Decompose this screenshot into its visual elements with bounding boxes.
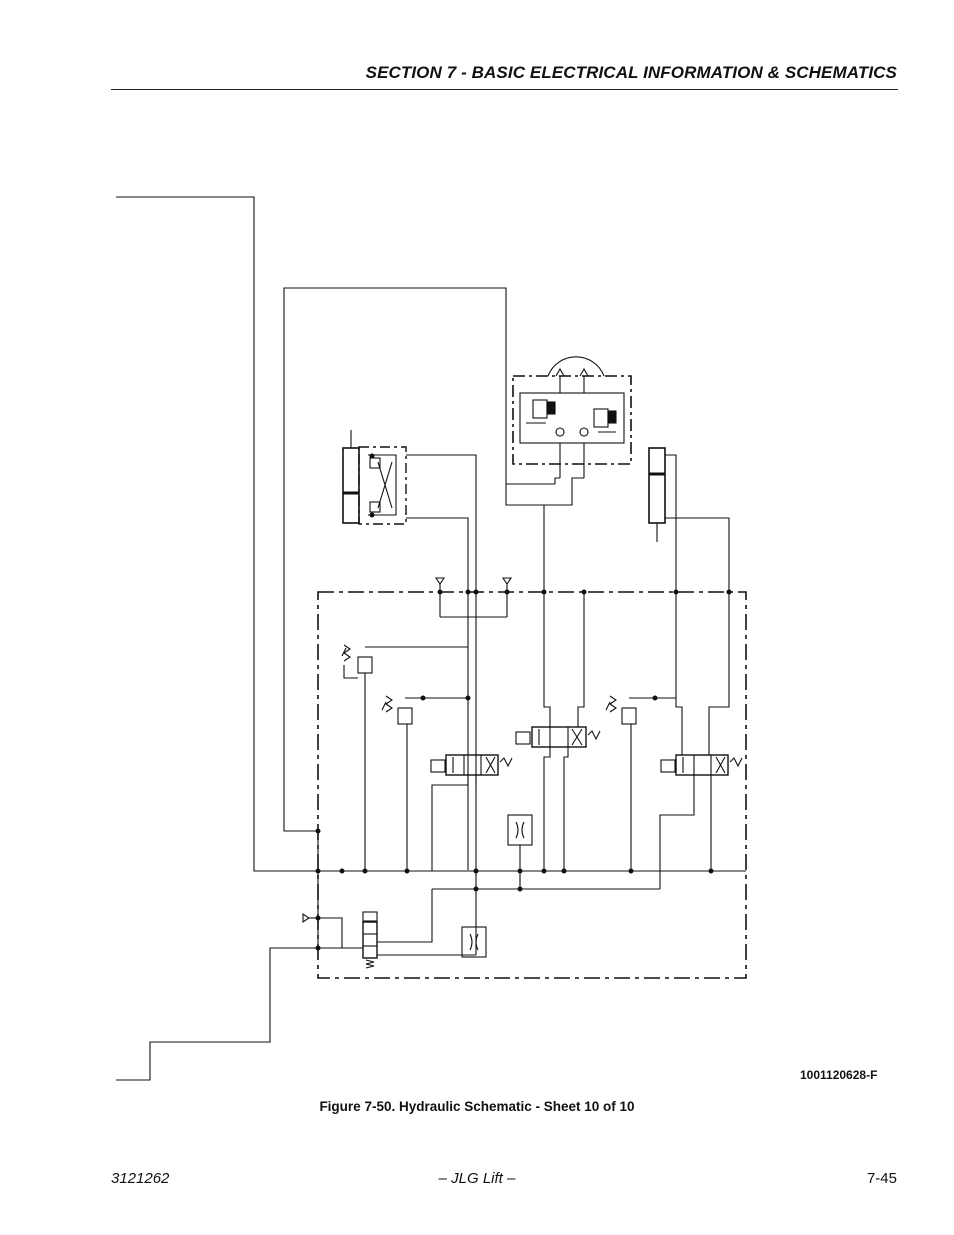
header-rule <box>111 89 898 90</box>
page-number: 7-45 <box>866 1170 897 1187</box>
publisher: – JLG Lift – <box>438 1170 516 1187</box>
directional-valve-center <box>515 726 601 871</box>
junction-dots <box>315 453 732 951</box>
directional-valve-left <box>430 754 513 871</box>
relief-valve-2 <box>381 695 468 871</box>
relief-valve-3 <box>605 695 676 871</box>
manifold-lines <box>317 592 746 955</box>
top-motor-block <box>506 356 632 506</box>
main-manifold <box>317 591 747 979</box>
directional-valve-right <box>659 754 743 889</box>
solenoid-bypass-valve <box>302 889 476 969</box>
flow-control-2 <box>461 926 487 958</box>
section-title: SECTION 7 - BASIC ELECTRICAL INFORMATION… <box>365 63 897 82</box>
figure-caption: Figure 7-50. Hydraulic Schematic - Sheet… <box>319 1099 635 1114</box>
left-cylinder <box>342 430 477 592</box>
right-cylinder <box>648 447 730 592</box>
doc-number: 3121262 <box>111 1170 170 1187</box>
drawing-number: 1001120628-F <box>800 1068 878 1082</box>
flow-control-1 <box>507 814 533 889</box>
relief-valve-1 <box>341 644 468 871</box>
top-check-valves <box>434 577 513 618</box>
